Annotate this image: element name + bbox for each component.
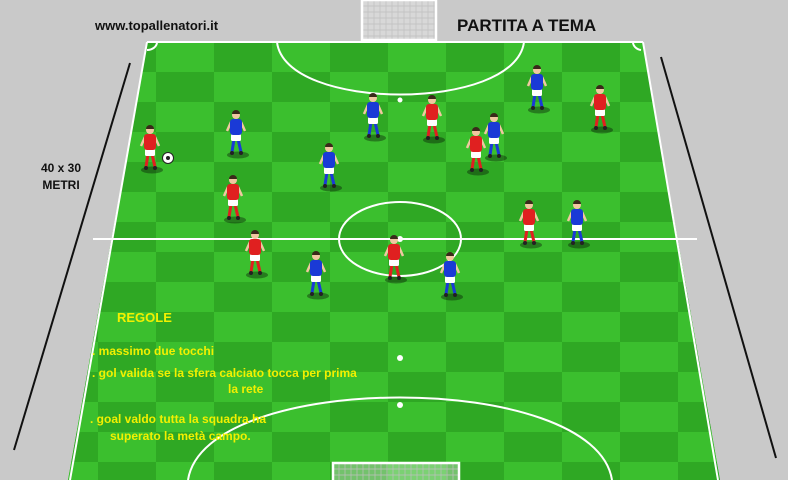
players xyxy=(139,65,613,301)
rule-1: . massimo due tocchi xyxy=(92,344,215,358)
mark-spot xyxy=(397,355,403,361)
player-blue xyxy=(305,251,329,300)
website-label: www.topallenatori.it xyxy=(95,18,219,33)
rule-2-line-2: la rete xyxy=(228,382,264,396)
top-goal xyxy=(360,0,438,42)
page-title: PARTITA A TEMA xyxy=(457,16,597,35)
center-spot xyxy=(397,236,403,242)
bottom-goal xyxy=(331,461,461,480)
player-blue xyxy=(566,200,590,249)
player-blue xyxy=(225,110,249,159)
player-blue xyxy=(362,93,386,142)
player-red xyxy=(383,235,407,284)
top-penalty-area xyxy=(276,41,525,96)
player-red xyxy=(589,85,613,134)
player-red xyxy=(222,175,246,224)
rule-3-line-2: superato la metà campo. xyxy=(110,429,251,443)
player-red xyxy=(465,127,489,176)
player-red xyxy=(139,125,163,174)
player-blue xyxy=(318,143,342,192)
rules-title: REGOLE xyxy=(117,310,172,325)
rule-3-line-1: . goal valdo tutta la squadra ha xyxy=(90,412,267,426)
player-blue xyxy=(483,113,507,162)
rule-2-line-1: . gol valida se la sfera calciato tocca … xyxy=(92,366,357,380)
player-red xyxy=(244,230,268,279)
dimension-line-right xyxy=(660,56,777,459)
field-dimensions: 40 x 30 METRI xyxy=(30,160,92,194)
ball xyxy=(162,152,174,164)
player-blue xyxy=(526,65,550,114)
dimension-size: 40 x 30 xyxy=(40,161,82,175)
bottom-penalty-area xyxy=(187,396,613,480)
player-red xyxy=(518,200,542,249)
penalty-spot-bottom xyxy=(397,402,403,408)
player-blue xyxy=(439,252,463,301)
player-red xyxy=(421,95,445,144)
dimension-line-left xyxy=(13,62,131,451)
penalty-spot-top xyxy=(397,97,403,103)
dimension-unit: METRI xyxy=(42,178,80,192)
